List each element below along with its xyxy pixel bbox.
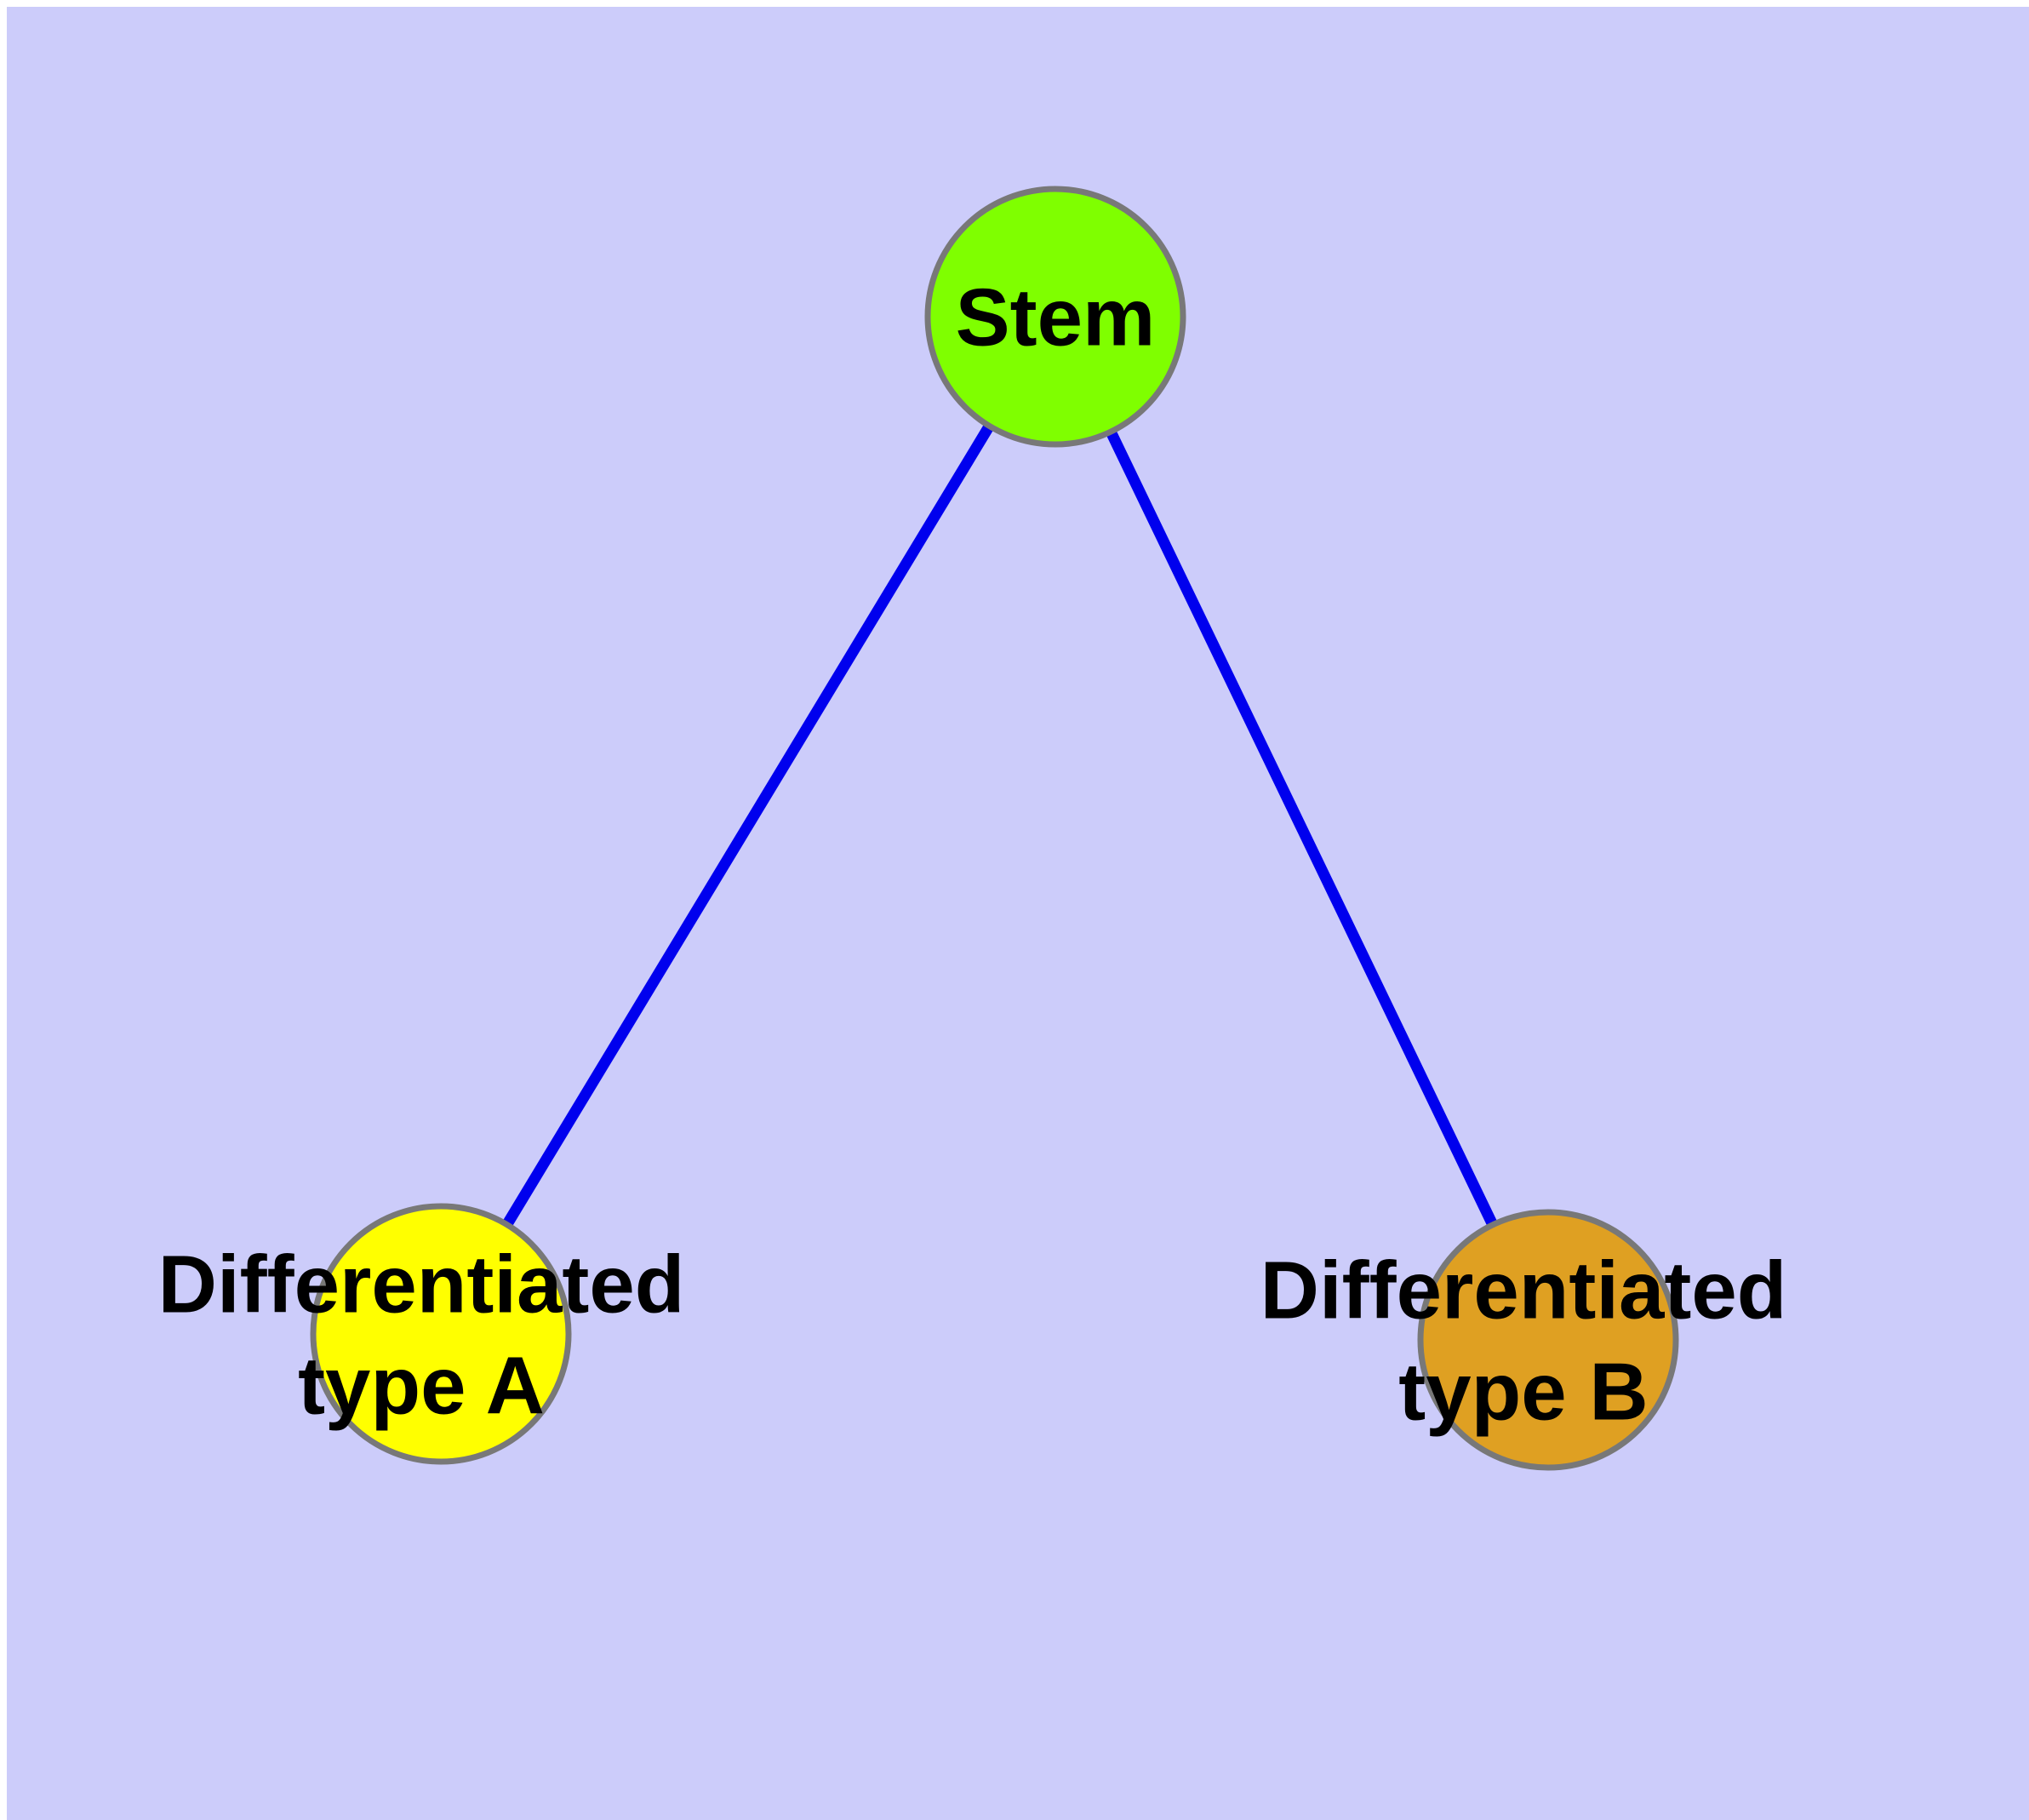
node-stem[interactable]: Stem: [924, 186, 1186, 448]
edge-stem-to-type-a[interactable]: [436, 313, 1060, 1337]
node-type-a-label-line1: Differentiated: [158, 1239, 685, 1330]
node-layer: Stem Differentiated type A Differentiate…: [158, 186, 1787, 1471]
edge-stem-to-type-b[interactable]: [1050, 314, 1553, 1342]
node-differentiated-type-b[interactable]: Differentiated type B: [1260, 1209, 1787, 1471]
node-differentiated-type-a[interactable]: Differentiated type A: [158, 1203, 685, 1465]
node-type-b-circle[interactable]: [1417, 1209, 1679, 1471]
node-type-b-label-line2: type B: [1398, 1346, 1648, 1437]
node-type-a-label-line2: type A: [298, 1340, 545, 1431]
node-type-a-circle[interactable]: [310, 1203, 572, 1465]
node-stem-label: Stem: [956, 272, 1156, 363]
node-stem-circle[interactable]: [924, 186, 1186, 448]
node-type-b-label-line1: Differentiated: [1260, 1245, 1787, 1336]
edge-layer: [436, 313, 1553, 1342]
